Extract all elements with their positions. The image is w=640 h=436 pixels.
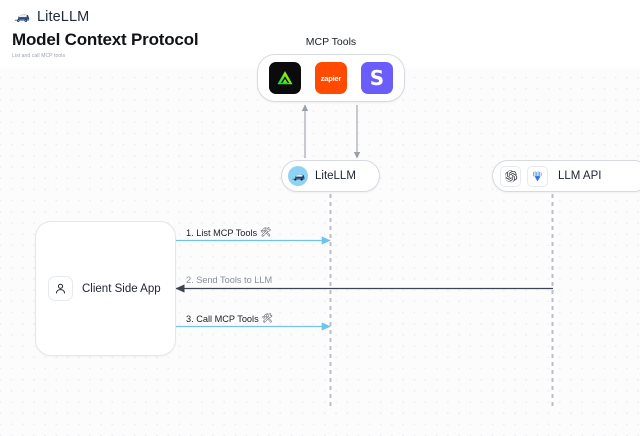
node-litellm-label: LiteLLM: [315, 170, 356, 182]
zapier-wordmark-icon: zapier: [320, 73, 342, 83]
page-subtitle: List and call MCP tools: [12, 53, 66, 59]
tools-emoji-icon: 🛠: [261, 313, 274, 323]
mcp-tools-group[interactable]: zapier S: [257, 54, 405, 102]
person-icon: [48, 276, 73, 301]
tool-tile-zapier[interactable]: zapier: [315, 62, 347, 94]
message-label-2: 2. Send Tools to LLM: [186, 275, 273, 285]
node-llm-api-label: LLM API: [558, 170, 602, 182]
mcp-tools-title: MCP Tools: [305, 36, 357, 48]
litellm-avatar-icon: [288, 166, 308, 186]
diagram-canvas: MCP Tools: [0, 36, 640, 436]
tools-emoji-icon: 🛠: [260, 227, 272, 237]
node-client-side-app[interactable]: Client Side App: [35, 221, 176, 356]
node-client-side-app-label: Client Side App: [82, 282, 161, 295]
tool-tile-linear[interactable]: [269, 62, 301, 94]
node-litellm[interactable]: LiteLLM: [281, 160, 380, 192]
node-llm-api[interactable]: LLM API: [492, 160, 640, 192]
letter-s-icon: S: [369, 66, 385, 90]
brand: LiteLLM: [13, 8, 89, 26]
tool-tile-slack[interactable]: S: [361, 62, 393, 94]
openai-icon: [500, 165, 521, 187]
connections-layer: [167, 104, 554, 410]
message-label-3: 3. Call MCP Tools 🛠: [186, 313, 274, 324]
brand-name: LiteLLM: [37, 9, 90, 25]
linear-triangle-icon: [277, 71, 293, 85]
anthropic-icon: [527, 165, 548, 187]
litellm-truck-logo-icon: [13, 8, 31, 26]
message-label-1: 1. List MCP Tools 🛠: [186, 227, 272, 238]
page-title: Model Context Protocol: [12, 30, 199, 49]
